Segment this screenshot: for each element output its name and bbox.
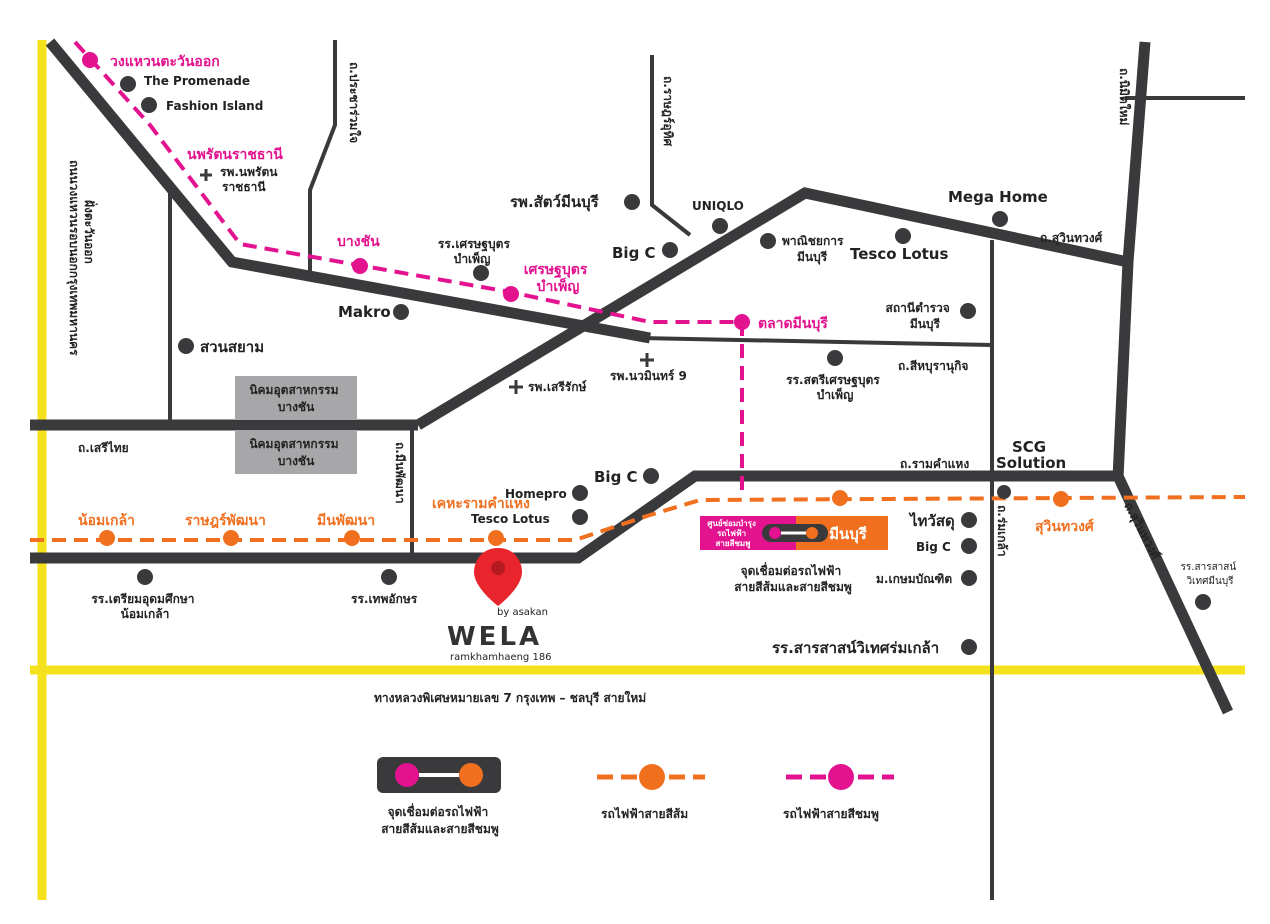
- station-ratpatthana: ราษฎร์พัฒนา: [185, 512, 266, 529]
- road-motorway: ทางหลวงพิเศษหมายเลข 7 กรุงเทพ – ชลบุรี ส…: [374, 690, 646, 706]
- label-fashion: Fashion Island: [166, 99, 263, 113]
- road-ratchatham: ถ.ราษฎร์อุทิศ: [660, 76, 675, 147]
- label-megahome: Mega Home: [948, 188, 1048, 206]
- label-suanayam: สวนสยาม: [200, 338, 264, 356]
- label-bigc-1: Big C: [612, 244, 656, 262]
- label-animal-hosp: รพ.สัตว์มีนบุรี: [510, 193, 600, 212]
- legend: จุดเชื่อมต่อรถไฟฟ้า สายสีส้มและสายสีชมพู…: [377, 757, 894, 837]
- road-serithai: ถ.เสรีไทย: [78, 440, 129, 455]
- label-bigc-3: Big C: [916, 540, 951, 554]
- location-pin-icon: [474, 548, 522, 606]
- brand-name: WELA: [447, 622, 542, 652]
- industrial-zone-2: [235, 430, 357, 474]
- road-suwinthawong-2: ถ.สุวินทวงศ์: [1120, 500, 1163, 562]
- hospital-icons: [200, 169, 654, 394]
- station-khehabang: เคหะรามคำแหง: [432, 496, 530, 512]
- label-sarasas-romklao: รร.สารสาสน์วิเทศร่มเกล้า: [772, 639, 939, 657]
- industrial-zone-1-label: นิคมอุตสาหกรรม บางชัน: [249, 383, 342, 414]
- station-setthabut: เศรษฐบุตร บำเพ็ญ: [524, 262, 593, 295]
- industrial-zone-2-label: นิคมอุตสาหกรรม บางชัน: [249, 437, 342, 468]
- label-makro: Makro: [338, 303, 391, 321]
- label-commerce: พาณิชยการ มีนบุรี: [782, 234, 848, 265]
- label-satri-school: รร.สตรีเศรษฐบุตร บำเพ็ญ: [786, 373, 884, 402]
- road-nimitmai: ถ.นิมิตใหม่: [1117, 68, 1132, 125]
- pink-station-dots: [82, 52, 750, 330]
- label-tesco-1: Tesco Lotus: [850, 245, 948, 263]
- legend-orange-label: รถไฟฟ้าสายสีส้ม: [601, 806, 688, 821]
- road-sihaburanukit: ถ.สีหบุรานุกิจ: [898, 359, 968, 374]
- label-sarasas-minburi: รร.สารสาสน์ วิเทศมีนบุรี: [1181, 561, 1240, 587]
- station-east-ring: วงแหวนตะวันออก: [110, 54, 220, 70]
- label-nopparat-hosp: รพ.นพรัตน ราชธานี: [220, 165, 282, 194]
- industrial-zone-1: [235, 376, 357, 420]
- legend-pink-icon: [786, 764, 894, 790]
- legend-interchange-label: จุดเชื่อมต่อรถไฟฟ้า สายสีส้มและสายสีชมพู: [381, 803, 499, 837]
- label-tesco-2: Tesco Lotus: [471, 512, 550, 526]
- legend-pink-label: รถไฟฟ้าสายสีชมพู: [783, 806, 879, 822]
- label-homepro: Homepro: [505, 487, 567, 501]
- label-thepaksorn: รร.เทพอักษร: [351, 592, 418, 606]
- road-minphatthana: ถ.มีนพัฒนา: [393, 442, 407, 504]
- brand-by: by asakan: [497, 607, 548, 618]
- label-bigc-2: Big C: [594, 468, 638, 486]
- legend-orange-icon: [597, 764, 705, 790]
- label-promenade: The Promenade: [144, 74, 250, 88]
- poi-dots: [120, 76, 1211, 655]
- station-bangchan: บางชัน: [337, 234, 380, 250]
- label-serirak-hosp: รพ.เสรีรักษ์: [528, 380, 587, 394]
- label-police: สถานีตำรวจ มีนบุรี: [886, 301, 954, 332]
- station-minburi-market: ตลาดมีนบุรี: [758, 316, 828, 332]
- station-nopparat: นพรัตนราชธานี: [187, 147, 283, 163]
- road-pracharuam: ถ.ประชาร่วมใจ: [347, 62, 362, 143]
- road-ramkhamhaeng: ถ.รามคำแหง: [900, 457, 969, 471]
- label-interchange: จุดเชื่อมต่อรถไฟฟ้า สายสีส้มและสายสีชมพู: [734, 562, 852, 595]
- label-scg: SCG Solution: [996, 438, 1066, 472]
- road-suwinthawong: ถ.สุวินทวงศ์: [1040, 231, 1103, 246]
- label-nawamin-hosp: รพ.นวมินทร์ 9: [610, 369, 687, 383]
- road-ring-vertical: ถนนวงแหวนรอบนอกกรุงเทพมหานคร ฝั่งตะวันออ…: [66, 160, 98, 360]
- orange-station-dots: [99, 490, 1069, 546]
- minor-roads: [168, 40, 1245, 900]
- pink-depot-label: ศูนย์ซ่อมบำรุง รถไฟฟ้า สายสีชมพู: [707, 518, 758, 549]
- station-suwinthawong: สุวินทวงศ์: [1035, 518, 1095, 535]
- label-kasem-univ: ม.เกษมบัณฑิต: [876, 572, 952, 586]
- major-roads: [30, 38, 1233, 715]
- station-minphatthana: มีนพัฒนา: [317, 513, 375, 529]
- label-uniqlo: UNIQLO: [692, 199, 744, 213]
- orange-station-box-label: มีนบุรี: [829, 525, 868, 544]
- label-thaiwatsadu: ไทวัสดุ: [908, 511, 955, 531]
- label-setthabut-school: รร.เศรษฐบุตร บำเพ็ญ: [438, 237, 514, 266]
- label-nomklao-school: รร.เตรียมอุดมศึกษา น้อมเกล้า: [91, 592, 198, 621]
- orange-line: [30, 495, 1246, 542]
- pink-line: [73, 40, 745, 490]
- brand-sub: ramkhamhaeng 186: [450, 652, 552, 663]
- road-romklao: ถ.ร่มเกล้า: [995, 505, 1009, 557]
- station-nomklao: น้อมเกล้า: [78, 513, 135, 529]
